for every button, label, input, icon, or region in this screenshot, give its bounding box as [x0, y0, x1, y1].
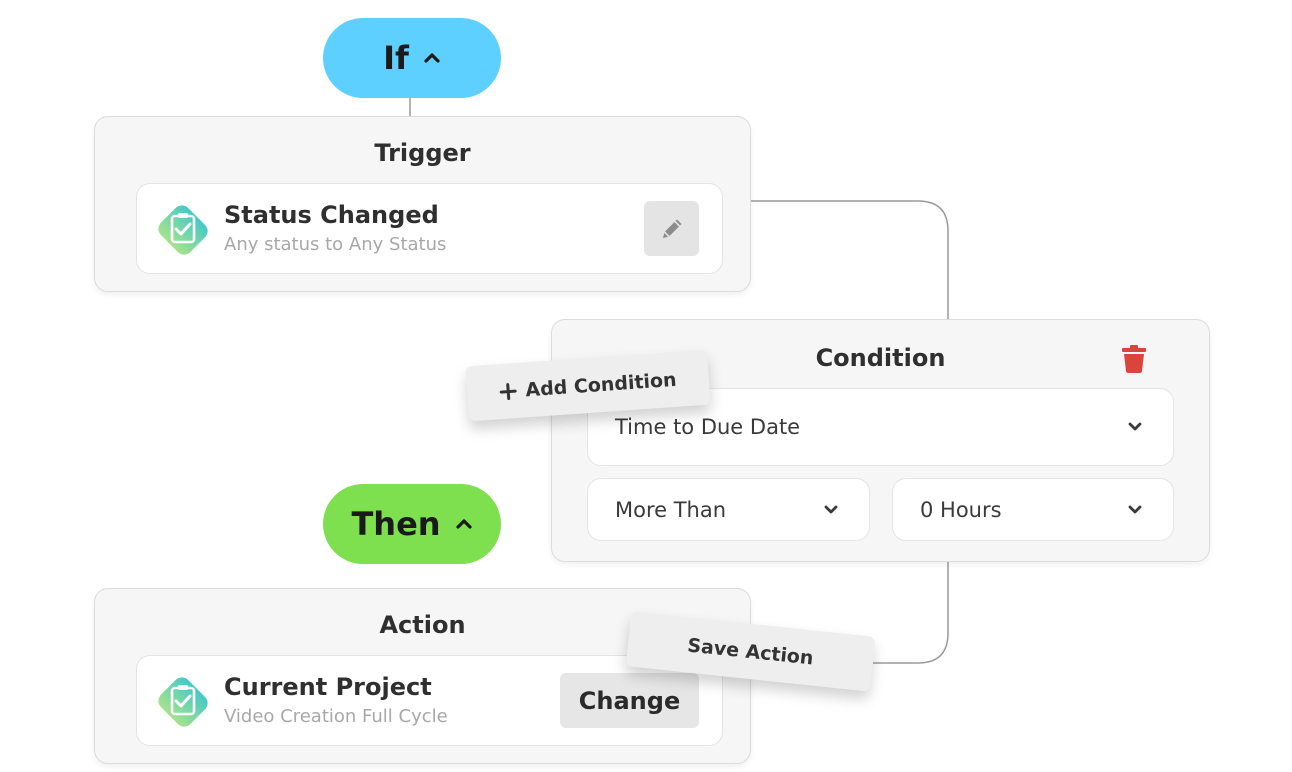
plus-icon	[500, 382, 518, 400]
condition-title: Condition	[815, 344, 946, 372]
add-condition-label: Add Condition	[524, 368, 678, 401]
condition-operator-select[interactable]: More Than	[587, 478, 870, 541]
save-action-label: Save Action	[686, 633, 815, 670]
action-item-subtitle: Video Creation Full Cycle	[224, 706, 448, 727]
trigger-item-subtitle: Any status to Any Status	[224, 234, 447, 255]
action-title: Action	[379, 611, 466, 639]
condition-operator-value: More Than	[615, 497, 727, 522]
chevron-down-icon	[1128, 422, 1142, 431]
action-card: Current Project Video Creation Full Cycl…	[136, 655, 723, 746]
chevron-down-icon	[1128, 505, 1142, 513]
trigger-item-title: Status Changed	[224, 201, 439, 229]
edit-trigger-button[interactable]	[644, 201, 699, 256]
then-label: Then	[351, 505, 441, 543]
trigger-to-condition-line	[751, 200, 949, 319]
chevron-up-icon	[455, 518, 473, 530]
chevron-up-icon	[423, 52, 441, 64]
then-block-toggle[interactable]: Then	[323, 484, 501, 564]
if-block-toggle[interactable]: If	[323, 18, 501, 98]
condition-value-value: 0 Hours	[920, 497, 1002, 522]
if-label: If	[383, 39, 409, 77]
condition-metric-value: Time to Due Date	[615, 415, 801, 439]
trigger-panel: Trigger Status Changed Any status to Any…	[94, 116, 751, 292]
clipboard-check-icon	[158, 677, 208, 727]
chevron-down-icon	[824, 505, 838, 513]
trigger-card: Status Changed Any status to Any Status	[136, 183, 723, 274]
action-item-title: Current Project	[224, 673, 432, 701]
clipboard-check-icon	[158, 205, 208, 255]
trigger-title: Trigger	[374, 139, 471, 167]
condition-value-select[interactable]: 0 Hours	[892, 478, 1174, 541]
change-action-button[interactable]: Change	[560, 673, 699, 728]
pencil-icon	[662, 219, 681, 238]
trash-icon[interactable]	[1121, 345, 1147, 373]
condition-to-action-line	[873, 562, 949, 664]
add-condition-button[interactable]: Add Condition	[465, 349, 711, 422]
